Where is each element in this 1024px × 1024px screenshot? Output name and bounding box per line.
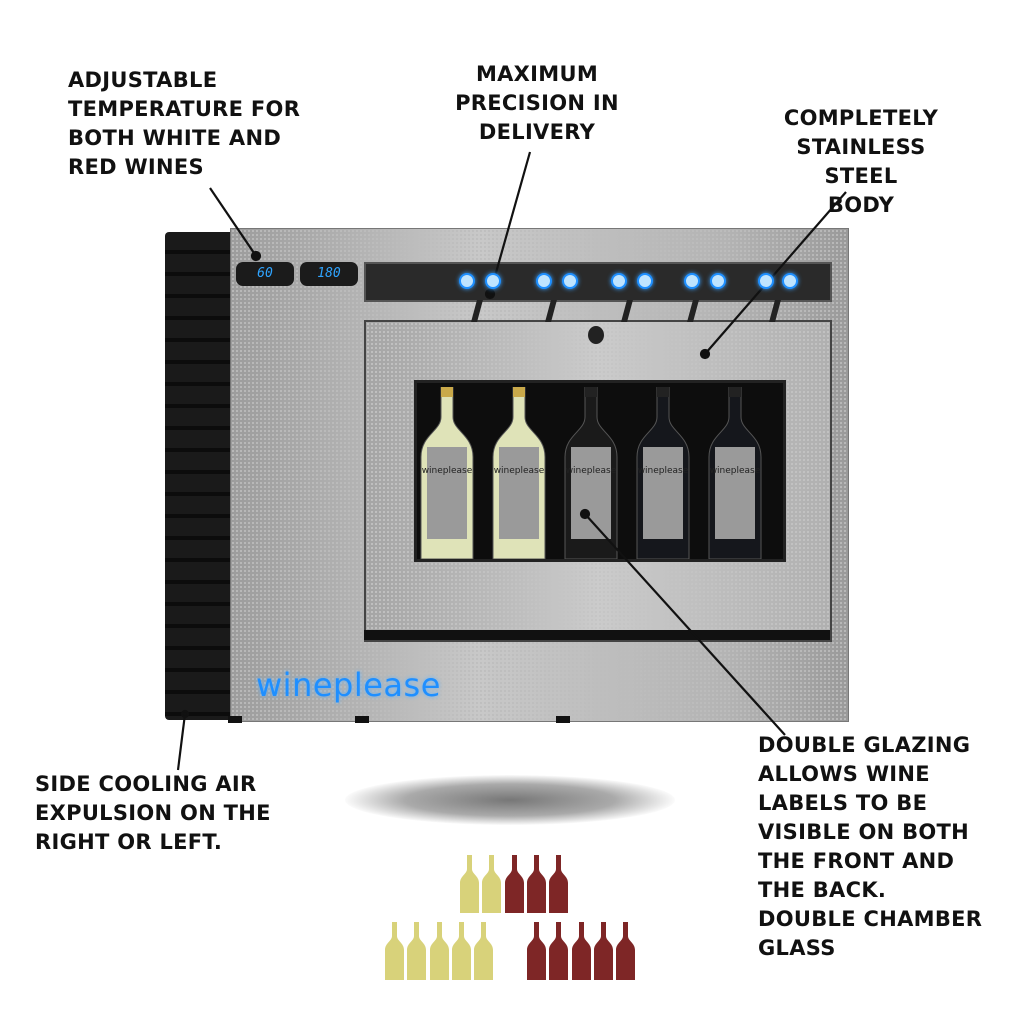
leader-line-cooling: [176, 713, 187, 771]
red-wine-bottle-icon: [571, 922, 591, 980]
callout-line: RIGHT OR LEFT.: [35, 830, 223, 854]
bottle-label: wineplease: [494, 466, 545, 476]
callout-line: EXPULSION ON THE: [35, 801, 271, 825]
dispense-button[interactable]: [485, 273, 501, 289]
dispense-button[interactable]: [536, 273, 552, 289]
white-wine-bottle-icon: [407, 922, 427, 980]
foot: [228, 716, 242, 723]
white-wine-bottle-icon: [474, 922, 494, 980]
leader-dot: [250, 250, 262, 262]
foot: [556, 716, 570, 723]
leader-dot: [699, 348, 711, 360]
dispense-button[interactable]: [782, 273, 798, 289]
callout-line: STAINLESS STEEL: [796, 135, 926, 188]
bottle-label: wineplease: [566, 466, 617, 476]
door-lock-icon: [588, 326, 604, 344]
white-wine-bottle-icon: [451, 922, 471, 980]
white-wine-bottle: wineplease: [492, 387, 546, 559]
red-wine-bottle: wineplease: [636, 387, 690, 559]
dispense-button[interactable]: [611, 273, 627, 289]
callout-line: THE FRONT AND: [758, 849, 955, 873]
dispense-button[interactable]: [710, 273, 726, 289]
bottle-label: wineplease: [422, 466, 473, 476]
red-wine-bottle-icon: [549, 855, 569, 913]
leader-dot: [180, 709, 190, 719]
red-wine-bottle-icon: [593, 922, 613, 980]
red-wine-bottle-icon: [616, 922, 636, 980]
red-wine-bottle-icon: [526, 855, 546, 913]
callout-line: SIDE COOLING AIR: [35, 772, 257, 796]
temperature-display-red: 180: [300, 262, 358, 286]
leader-line-glazing: [584, 513, 786, 736]
callout-line: BOTH WHITE AND: [68, 126, 282, 150]
door-bottom-rail: [364, 630, 830, 640]
callout-line: TEMPERATURE FOR: [68, 97, 301, 121]
callout-line: DOUBLE GLAZING: [758, 733, 971, 757]
callout-line: LABELS TO BE: [758, 791, 928, 815]
red-wine-bottle: wineplease: [708, 387, 762, 559]
callout-line: DELIVERY: [478, 120, 596, 144]
leader-dot: [484, 288, 496, 300]
callout-line: VISIBLE ON BOTH: [758, 820, 970, 844]
callout-line: MAXIMUM: [475, 62, 599, 86]
brand-logo: wineplease: [256, 666, 441, 704]
leader-dot: [579, 508, 591, 520]
red-wine-bottle-icon: [549, 922, 569, 980]
callout-glazing: DOUBLE GLAZING ALLOWS WINE LABELS TO BE …: [758, 731, 982, 963]
dispense-button[interactable]: [459, 273, 475, 289]
callout-precision: MAXIMUM PRECISION IN DELIVERY: [452, 60, 622, 147]
callout-line: DOUBLE CHAMBER: [758, 907, 983, 931]
leader-line-precision: [488, 151, 532, 295]
callout-temperature: ADJUSTABLE TEMPERATURE FOR BOTH WHITE AN…: [68, 66, 300, 182]
callout-stainless: COMPLETELY STAINLESS STEEL BODY: [768, 104, 954, 220]
callout-line: GLASS: [758, 936, 836, 960]
side-cooling-vent: [165, 232, 237, 720]
callout-cooling: SIDE COOLING AIR EXPULSION ON THE RIGHT …: [35, 770, 271, 857]
white-wine-bottle-icon: [385, 922, 404, 980]
callout-line: THE BACK.: [758, 878, 887, 902]
dispense-button[interactable]: [684, 273, 700, 289]
white-wine-bottle: wineplease: [420, 387, 474, 559]
dispense-button[interactable]: [562, 273, 578, 289]
dispensing-bar: [364, 262, 832, 302]
callout-line: ADJUSTABLE: [68, 68, 218, 92]
white-wine-bottle-icon: [460, 855, 479, 913]
foot: [355, 716, 369, 723]
dispense-button[interactable]: [637, 273, 653, 289]
dispense-button[interactable]: [758, 273, 774, 289]
callout-line: BODY: [827, 193, 895, 217]
red-wine-bottle-icon: [527, 922, 546, 980]
red-wine-bottle: wineplease: [564, 387, 618, 559]
callout-line: RED WINES: [68, 155, 204, 179]
bottle-window: wineplease wineplease wineplease wineple…: [414, 380, 786, 562]
white-wine-bottle-icon: [429, 922, 449, 980]
callout-line: PRECISION IN: [455, 91, 619, 115]
callout-line: COMPLETELY: [783, 106, 939, 130]
temperature-display-white: 60: [236, 262, 294, 286]
bottle-label: wineplease: [638, 466, 689, 476]
bottle-label: wineplease: [710, 466, 761, 476]
machine-shadow: [345, 775, 675, 825]
callout-line: ALLOWS WINE: [758, 762, 930, 786]
leader-line-temperature: [209, 187, 257, 257]
white-wine-bottle-icon: [482, 855, 502, 913]
red-wine-bottle-icon: [504, 855, 524, 913]
leader-line-stainless: [704, 191, 847, 355]
